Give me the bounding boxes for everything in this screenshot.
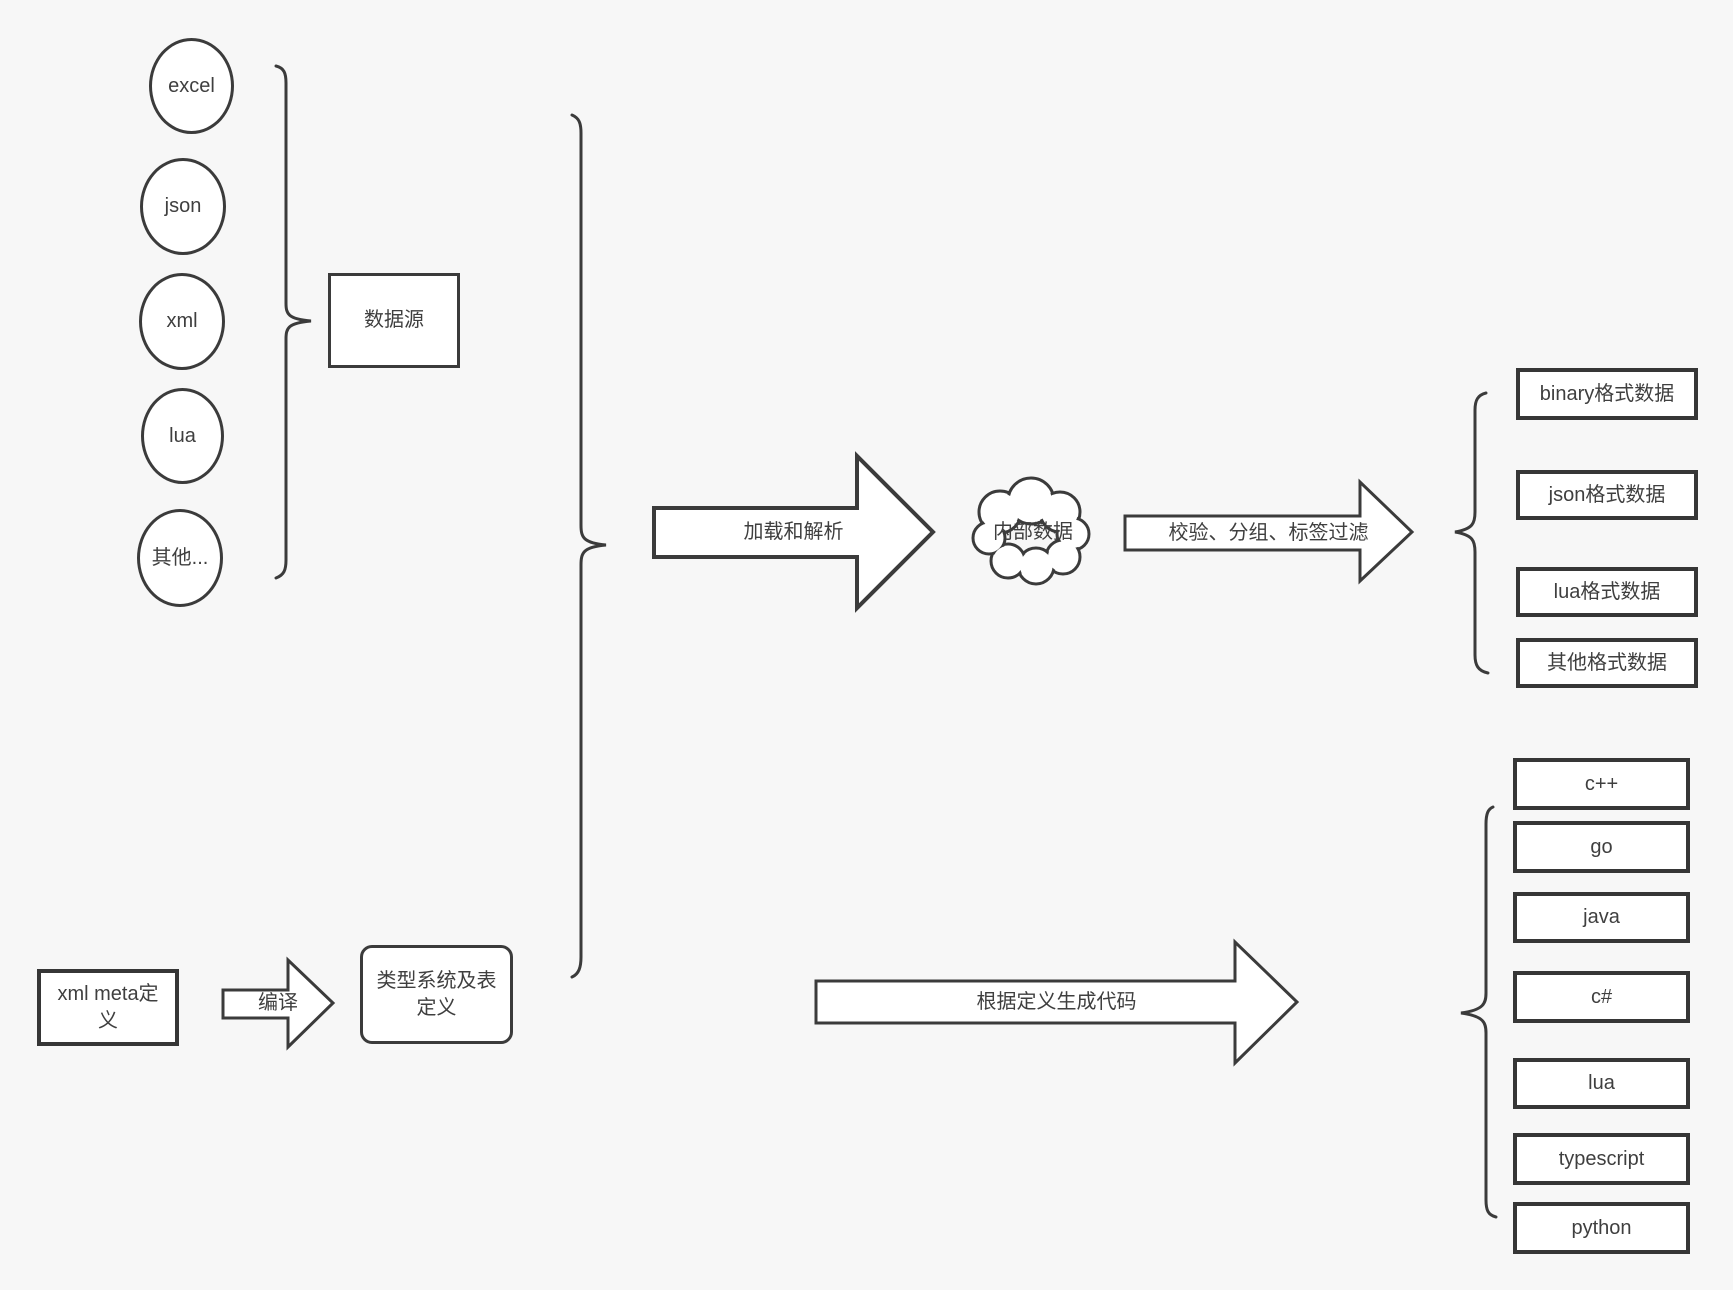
filter-arrow (1123, 478, 1415, 585)
output-box-binary-label: binary格式数据 (1539, 382, 1675, 405)
source-ellipse-excel: excel (149, 38, 234, 134)
language-box-go-label: go (1590, 835, 1613, 858)
source-ellipse-excel-label: excel (168, 74, 215, 97)
language-box-typescript-label: typescript (1558, 1147, 1645, 1170)
load-parse-arrow-label: 加载和解析 (743, 521, 844, 543)
data-source-group-box: 数据源 (328, 273, 460, 368)
language-box-cpp-label: c++ (1584, 772, 1619, 795)
output-box-other: 其他格式数据 (1516, 638, 1698, 688)
languages-brace (1460, 805, 1498, 1219)
language-box-lua-label: lua (1588, 1072, 1615, 1094)
internal-data-cloud (971, 476, 1091, 586)
language-box-java-label: java (1583, 906, 1620, 928)
source-ellipse-json-label: json (164, 195, 202, 217)
type-system-box: 类型系统及表定义 (360, 945, 513, 1044)
output-box-json-label: json格式数据 (1548, 483, 1666, 506)
output-box-other-label: 其他格式数据 (1547, 651, 1667, 674)
output-box-binary: binary格式数据 (1516, 368, 1698, 420)
codegen-arrow-label: 根据定义生成代码 (976, 990, 1137, 1013)
language-box-python: python (1513, 1202, 1690, 1254)
source-ellipse-xml-label: xml (166, 310, 198, 332)
language-box-java: java (1513, 892, 1690, 943)
language-box-typescript: typescript (1513, 1133, 1690, 1185)
source-ellipse-lua: lua (141, 388, 224, 484)
codegen-arrow (814, 938, 1300, 1067)
source-ellipse-lua-label: lua (169, 424, 196, 447)
source-ellipse-other: 其他... (137, 509, 223, 607)
output-box-lua: lua格式数据 (1516, 567, 1698, 617)
language-box-csharp: c# (1513, 971, 1690, 1023)
pipeline-brace (570, 113, 607, 979)
internal-data-cloud-label: 内部数据 (993, 521, 1073, 543)
xml-meta-box-label: xml meta定义 (57, 982, 159, 1032)
load-parse-arrow (652, 451, 936, 613)
language-box-cpp: c++ (1513, 758, 1690, 810)
compile-arrow-label: 编译 (258, 991, 298, 1014)
data-source-group-box-label: 数据源 (364, 309, 424, 331)
sources-brace (274, 64, 312, 580)
language-box-go: go (1513, 821, 1690, 873)
language-box-python-label: python (1571, 1216, 1632, 1239)
outputs-brace (1454, 391, 1490, 675)
compile-arrow (221, 956, 336, 1051)
xml-meta-box: xml meta定义 (37, 969, 179, 1046)
output-box-lua-label: lua格式数据 (1553, 580, 1661, 603)
output-box-json: json格式数据 (1516, 470, 1698, 520)
type-system-box-label: 类型系统及表定义 (376, 969, 497, 1019)
source-ellipse-xml: xml (139, 273, 225, 370)
language-box-lua: lua (1513, 1058, 1690, 1109)
language-box-csharp-label: c# (1590, 985, 1613, 1008)
filter-arrow-label: 校验、分组、标签过滤 (1168, 521, 1369, 544)
source-ellipse-json: json (140, 158, 226, 255)
source-ellipse-other-label: 其他... (151, 546, 209, 569)
